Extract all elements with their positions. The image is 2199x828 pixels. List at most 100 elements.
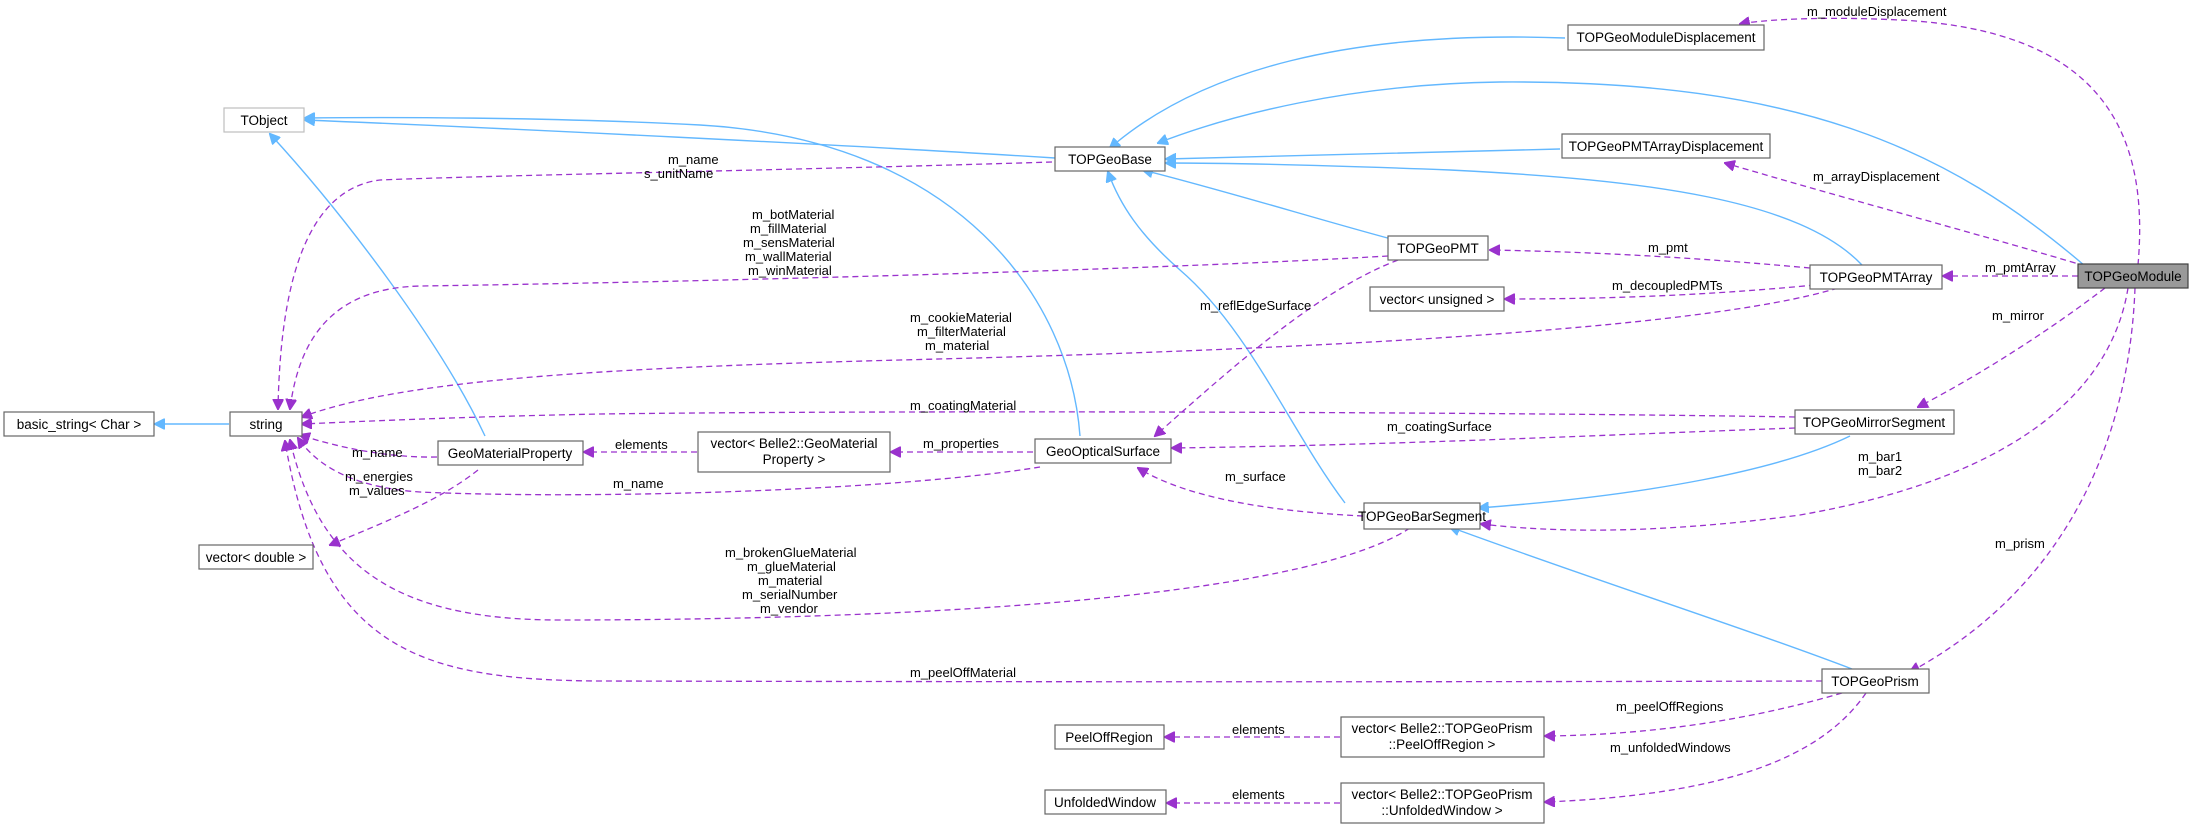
edge-label: m_serialNumber bbox=[742, 587, 838, 602]
node-topgeopmt[interactable]: TOPGeoPMT bbox=[1387, 235, 1489, 261]
usage-edges bbox=[278, 18, 2141, 803]
edge-label: s_unitName bbox=[644, 166, 713, 181]
edge-module-moduledisplacement bbox=[1740, 18, 2141, 266]
edge-topgeomirrorsegment-topgeobarsegment bbox=[1479, 435, 1851, 508]
edge-label: elements bbox=[1232, 787, 1285, 802]
node-tobject[interactable]: TObject bbox=[223, 107, 305, 133]
node-topgeopmtarraydisplacement[interactable]: TOPGeoPMTArrayDisplacement bbox=[1561, 133, 1771, 159]
edge-pmt-geopticalsurface bbox=[1155, 259, 1399, 436]
node-unfoldedwindow[interactable]: UnfoldedWindow bbox=[1044, 789, 1167, 815]
node-label: TOPGeoBase bbox=[1068, 152, 1152, 167]
node-topgeomodule[interactable]: TOPGeoModule bbox=[2077, 263, 2189, 289]
edge-label: m_bar2 bbox=[1858, 463, 1902, 478]
edge-pmt-string bbox=[290, 255, 1389, 409]
node-label: string bbox=[249, 417, 282, 432]
node-topgeomoduledisplacement[interactable]: TOPGeoModuleDisplacement bbox=[1567, 24, 1765, 51]
edge-geomaterialproperty-tobject bbox=[270, 134, 486, 437]
node-label: TOPGeoMirrorSegment bbox=[1803, 415, 1946, 430]
edge-barsegment-string bbox=[290, 440, 1411, 621]
node-basic-string[interactable]: basic_string< Char > bbox=[3, 411, 155, 437]
node-topgeobase[interactable]: TOPGeoBase bbox=[1054, 146, 1166, 172]
node-label: GeoOpticalSurface bbox=[1046, 444, 1160, 459]
edge-prism-vectorunfolded bbox=[1545, 692, 1867, 802]
node-label: TObject bbox=[240, 113, 287, 128]
node-label: ::UnfoldedWindow > bbox=[1381, 803, 1502, 818]
edge-label: m_brokenGlueMaterial bbox=[725, 545, 857, 560]
edge-label: m_coatingMaterial bbox=[910, 398, 1016, 413]
edge-label: m_fillMaterial bbox=[750, 221, 827, 236]
edge-geopticalsurface-string bbox=[298, 438, 1041, 496]
edge-pmtarray-vectorunsigned bbox=[1505, 284, 1816, 299]
inheritance-edges bbox=[155, 36, 2086, 670]
edge-geopticalsurface-tobject bbox=[305, 118, 1081, 437]
node-label: vector< Belle2::TOPGeoPrism bbox=[1352, 721, 1533, 736]
edge-label: m_properties bbox=[923, 436, 999, 451]
edge-label: m_unfoldedWindows bbox=[1610, 740, 1731, 755]
edge-module-prism bbox=[1910, 287, 2136, 672]
node-label: vector< Belle2::GeoMaterial bbox=[711, 436, 878, 451]
node-topgeomirrorsegment[interactable]: TOPGeoMirrorSegment bbox=[1794, 409, 1955, 435]
edge-label: m_filterMaterial bbox=[917, 324, 1006, 339]
edge-module-barsegment bbox=[1481, 287, 2129, 531]
edge-label: m_prism bbox=[1995, 536, 2045, 551]
edge-topgeopmtarraydisplacement-topgeobase bbox=[1166, 148, 1561, 159]
edge-label: m_arrayDisplacement bbox=[1813, 169, 1940, 184]
edge-label: m_mirror bbox=[1992, 308, 2045, 323]
node-topgeobarsegment[interactable]: TOPGeoBarSegment bbox=[1358, 502, 1486, 530]
edge-label: m_name bbox=[668, 152, 719, 167]
node-label: Property > bbox=[763, 452, 826, 467]
node-label: vector< double > bbox=[206, 550, 307, 565]
node-label: TOPGeoBarSegment bbox=[1358, 509, 1486, 524]
edge-barsegment-geopticalsurface bbox=[1138, 468, 1364, 517]
edge-labels: m_moduleDisplacement m_name s_unitName m… bbox=[345, 4, 2056, 802]
edge-pmtarray-string bbox=[302, 287, 1839, 417]
node-vector-geomaterialproperty[interactable]: vector< Belle2::GeoMaterial Property > bbox=[697, 431, 891, 473]
edge-topgeobase-tobject bbox=[305, 120, 1056, 159]
edge-module-pmtarraydisplacement bbox=[1725, 163, 2086, 267]
edge-label: m_energies bbox=[345, 469, 413, 484]
node-string[interactable]: string bbox=[229, 411, 303, 437]
node-label: TOPGeoModuleDisplacement bbox=[1576, 30, 1755, 45]
edge-label: m_glueMaterial bbox=[747, 559, 836, 574]
edge-label: m_bar1 bbox=[1858, 449, 1902, 464]
node-geopticalsurface[interactable]: GeoOpticalSurface bbox=[1034, 438, 1172, 464]
edge-label: m_material bbox=[758, 573, 822, 588]
edge-label: m_peelOffRegions bbox=[1616, 699, 1724, 714]
node-vector-unsigned[interactable]: vector< unsigned > bbox=[1369, 286, 1505, 312]
edge-label: m_reflEdgeSurface bbox=[1200, 298, 1311, 313]
node-topgeoprism[interactable]: TOPGeoPrism bbox=[1821, 668, 1930, 694]
node-label: TOPGeoPrism bbox=[1831, 674, 1919, 689]
edge-pmtarray-pmt bbox=[1490, 250, 1811, 269]
node-label: PeelOffRegion bbox=[1065, 730, 1153, 745]
edge-label: m_name bbox=[613, 476, 664, 491]
edge-prism-string bbox=[285, 441, 1823, 683]
edge-topgeomodule-topgeobase bbox=[1158, 81, 2086, 267]
edge-base-string bbox=[278, 161, 1053, 409]
node-geomaterialproperty[interactable]: GeoMaterialProperty bbox=[437, 440, 584, 466]
node-label: vector< unsigned > bbox=[1380, 292, 1495, 307]
edge-mirrorsegment-geopticalsurface bbox=[1172, 427, 1796, 448]
edge-module-mirrorsegment bbox=[1918, 287, 2106, 407]
edge-mirrorsegment-string bbox=[302, 411, 1796, 424]
node-label: TOPGeoPMT bbox=[1397, 241, 1479, 256]
node-label: TOPGeoPMTArray bbox=[1820, 270, 1933, 285]
node-label: GeoMaterialProperty bbox=[448, 446, 573, 461]
node-vector-peeloffregion[interactable]: vector< Belle2::TOPGeoPrism ::PeelOffReg… bbox=[1340, 716, 1545, 758]
node-peeloffregion[interactable]: PeelOffRegion bbox=[1054, 724, 1165, 750]
edge-label: m_peelOffMaterial bbox=[910, 665, 1016, 680]
nodes: TObject TOPGeoBase TOPGeoModuleDisplacem… bbox=[3, 24, 2189, 824]
edge-label: elements bbox=[1232, 722, 1285, 737]
edge-label: m_wallMaterial bbox=[745, 249, 832, 264]
node-vector-unfoldedwindow[interactable]: vector< Belle2::TOPGeoPrism ::UnfoldedWi… bbox=[1340, 782, 1545, 824]
node-label: TOPGeoPMTArrayDisplacement bbox=[1569, 139, 1764, 154]
node-vector-double[interactable]: vector< double > bbox=[198, 544, 314, 570]
edge-label: m_material bbox=[925, 338, 989, 353]
edge-topgeoprism-topgeobarsegment bbox=[1450, 527, 1853, 670]
edge-geomaterialproperty-string bbox=[300, 435, 438, 458]
edge-label: m_sensMaterial bbox=[743, 235, 835, 250]
edge-label: m_surface bbox=[1225, 469, 1286, 484]
node-label: basic_string< Char > bbox=[17, 417, 142, 432]
node-label: ::PeelOffRegion > bbox=[1389, 737, 1496, 752]
edge-label: m_pmtArray bbox=[1985, 260, 2056, 275]
node-topgeopmtarray[interactable]: TOPGeoPMTArray bbox=[1809, 264, 1943, 290]
